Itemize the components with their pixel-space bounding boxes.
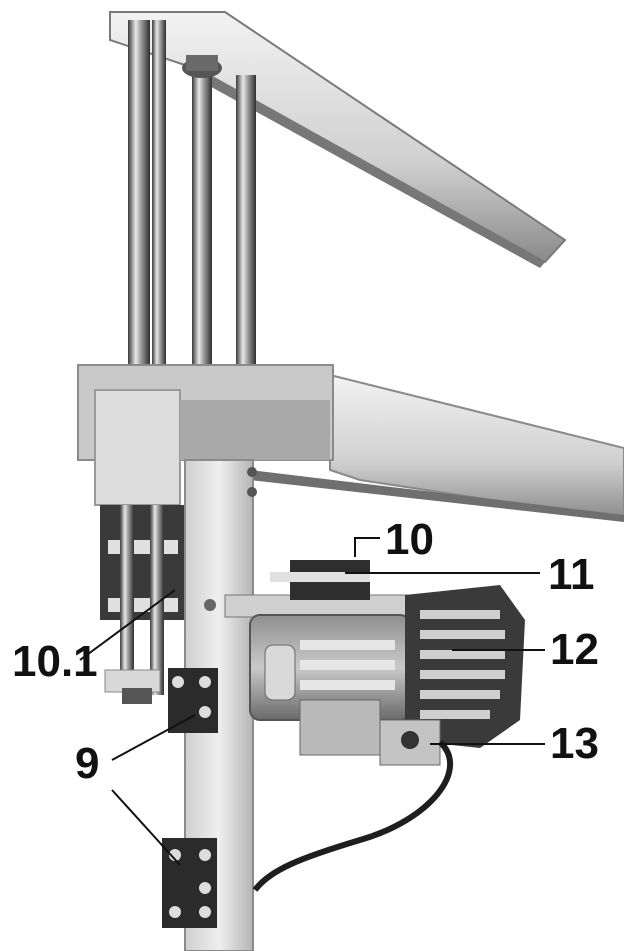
label-13: 13 — [550, 719, 599, 768]
label-10: 10 — [385, 515, 434, 564]
leader-line-9b — [111, 789, 181, 866]
limit-switches — [162, 668, 218, 928]
power-cable — [252, 739, 454, 892]
motor-gearbox — [224, 560, 525, 766]
guide-rods — [128, 20, 256, 405]
lower-beam — [250, 373, 624, 522]
leader-line-10-1 — [79, 589, 176, 661]
label-10-1: 10.1 — [12, 637, 98, 686]
label-12: 12 — [550, 625, 599, 674]
leader-line-9a — [111, 714, 196, 761]
label-9: 9 — [75, 739, 100, 788]
mounting-bracket — [77, 364, 334, 506]
upper-beam — [109, 11, 567, 268]
callout-leader-lines — [79, 537, 545, 866]
leader-line-10 — [354, 537, 380, 557]
carriage — [100, 505, 185, 704]
label-11: 11 — [548, 550, 595, 599]
